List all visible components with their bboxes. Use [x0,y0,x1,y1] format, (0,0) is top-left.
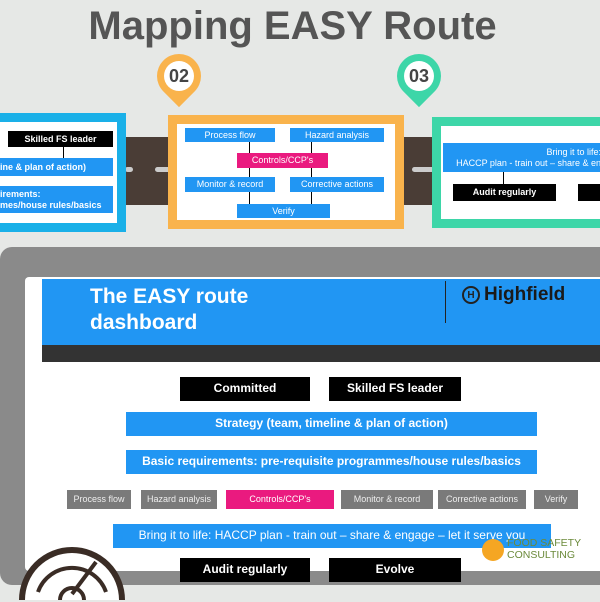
connector [311,142,312,204]
dashboard-header [42,279,600,345]
logo-text: Highfield [484,284,566,305]
step-box: Verify [534,490,578,509]
title-line: The EASY route [90,285,249,308]
monitor-box: Monitor & record [185,177,275,192]
strategy-box: ine & plan of action) [0,158,113,176]
bring-line: Bring it to life: [546,147,600,158]
evolve-box: Evolve [329,558,461,582]
bring-line: HACCP plan - train out – share & en [456,157,600,168]
step-box: Corrective actions [438,490,526,509]
step-box: Hazard analysis [141,490,217,509]
pin-label: 03 [404,61,434,91]
pin-03-icon: 03 [387,44,451,108]
connector [503,172,504,184]
audit-box: Audit regularly [453,184,556,201]
bring-to-life-box: Bring it to life: HACCP plan - train out… [113,524,551,548]
basic-line: irements: [0,189,41,200]
consultant-line: CONSULTING [507,549,576,561]
highfield-logo: H Highfield [462,284,565,306]
header-stripe [42,345,600,362]
consultant-text: FOOD SAFETY CONSULTING [507,537,581,561]
basic-line: mes/house rules/basics [0,199,102,210]
speedometer-icon [19,547,125,601]
connector [249,142,250,204]
dashboard-title: The EASY route dashboard [90,284,248,336]
basic-box: Basic requirements: pre-requisite progra… [126,450,537,474]
corrective-box: Corrective actions [290,177,384,192]
header-divider [445,281,446,323]
step-box: Monitor & record [341,490,433,509]
road-dash [412,167,434,172]
strategy-box: Strategy (team, timeline & plan of actio… [126,412,537,436]
hazard-analysis-box: Hazard analysis [290,128,384,142]
connector [63,147,64,158]
food-safety-logo: FOOD SAFETY CONSULTING [482,537,581,561]
step-box-highlight: Controls/CCP's [226,490,334,509]
orange-icon [482,539,504,561]
shield-icon: H [462,286,480,304]
stage3-card [432,117,600,228]
skilled-leader-box: Skilled FS leader [8,131,113,147]
evolve-box [578,184,600,201]
committed-box: Committed [180,377,310,401]
road-dash [125,167,133,172]
verify-box: Verify [237,204,330,218]
pin-label: 02 [164,61,194,91]
skilled-leader-box: Skilled FS leader [329,377,461,401]
process-flow-box: Process flow [185,128,275,142]
basic-box: irements: mes/house rules/basics [0,186,113,213]
title-line: dashboard [90,311,198,334]
consultant-line: FOOD SAFETY [507,537,582,549]
bring-to-life-box: Bring it to life: HACCP plan - train out… [443,143,600,172]
road-dash [155,167,173,172]
controls-box: Controls/CCP's [237,153,328,168]
pin-02-icon: 02 [147,44,211,108]
step-box: Process flow [67,490,131,509]
audit-box: Audit regularly [180,558,310,582]
page-title: Mapping EASY Route [88,4,497,48]
